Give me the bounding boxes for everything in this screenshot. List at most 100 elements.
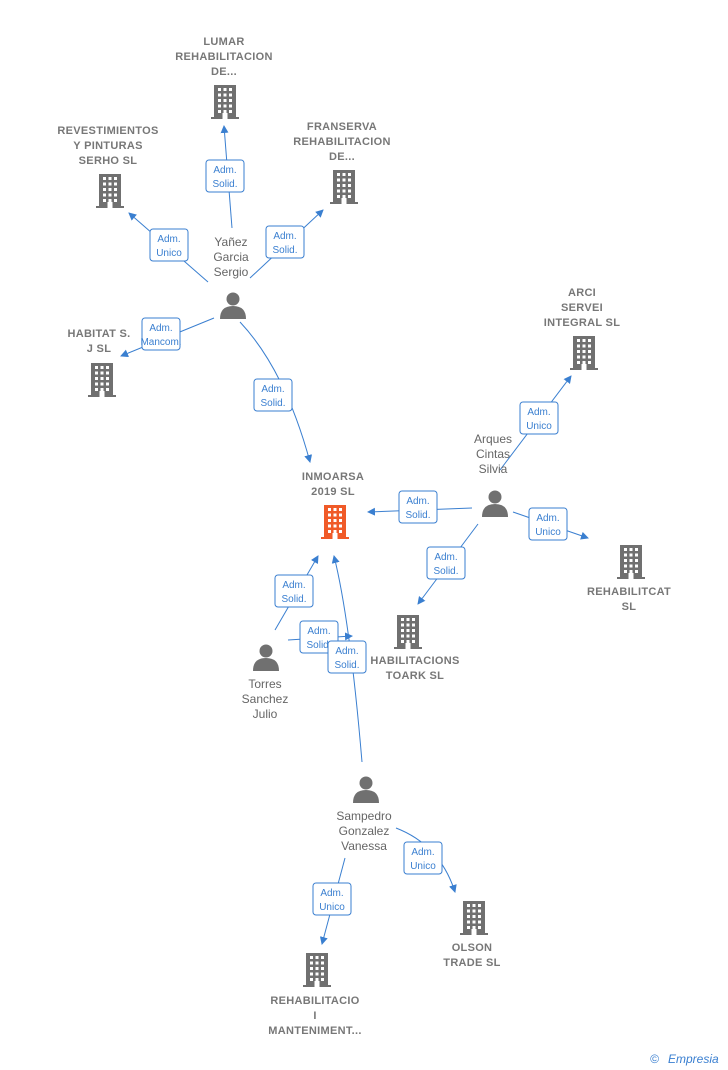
role-line: Solid. [212,179,237,190]
building-icon-arci[interactable] [570,336,598,370]
person-label-arques-line: Cintas [476,447,510,461]
role-badge-yanez-revest[interactable]: Adm. Unico [149,228,189,262]
building-icon-olson-window [472,904,476,907]
building-icon-rehabilitcat-window [624,553,627,557]
role-line: Adm. [307,626,330,637]
person-label-sampedro-line: Vanessa [341,839,387,853]
role-line: Unico [156,248,182,259]
building-icon-rehabilitacio-window [310,978,313,981]
role-badge-sampedro-focus[interactable]: Adm.Solid. [327,640,367,674]
role-badge-torres-focus[interactable]: Adm.Solid. [274,574,314,608]
company-label-olson-line: TRADE SL [443,957,500,969]
building-icon-focus[interactable] [321,505,349,539]
building-icon-toark-window [406,629,410,632]
copyright-symbol: © [650,1052,659,1066]
building-icon-focus-window [339,524,342,528]
building-icon-rehabilitacio-window [321,956,324,959]
company-label-olson-line: OLSON [452,942,493,954]
role-badge-box [312,882,352,916]
building-icon-franserva-window [342,173,346,176]
person-icon-torres[interactable] [253,644,279,672]
company-label-toark-line: TOARK SL [386,670,444,682]
role-badge-box [149,228,189,262]
building-icon-toark-window [412,629,415,632]
building-icon-lumar-window [223,88,227,91]
person-label-arques-line: Arques [474,432,512,446]
person-icon-arques[interactable] [482,490,508,518]
building-icon-franserva-window [342,184,346,187]
role-badge-arques-rehabilitcat[interactable]: Adm.Unico [528,507,568,541]
building-icon-franserva-window [348,184,351,187]
company-label-rehabilitacio-line: MANTENIMENT... [268,1025,361,1037]
role-line: Adm. [149,323,172,334]
role-badge-text: Adm.Unico [535,513,561,538]
building-icon-toark-window [412,623,415,627]
building-icon-revestimientos[interactable] [96,174,124,208]
role-line: Adm. [434,552,457,563]
building-icon-toark-window [401,623,404,627]
building-icon-habitat-window [100,371,104,375]
building-icon-habitat-window [100,366,104,369]
building-icon-franserva-window [337,189,340,193]
building-icon-franserva[interactable] [330,170,358,204]
building-icon-arci-window [582,350,586,353]
building-icon-rehabilitcat-window [629,564,633,568]
role-badge-arques-toark[interactable]: Adm.Solid. [426,546,466,580]
role-line: Adm. [261,384,284,395]
role-badge-text: Adm.Mancom. [140,323,181,348]
role-badge-arques-arci[interactable]: Adm.Unico [519,401,559,435]
building-icon-rehabilitcat[interactable] [617,545,645,579]
company-label-franserva-line: FRANSERVA [307,121,377,133]
building-icon-toark[interactable] [394,615,422,649]
building-icon-revestimientos-window [103,193,106,197]
role-badge-yanez-lumar[interactable]: Adm.Solid. [205,159,245,193]
company-label-toark-line: HABILITACIONS [370,655,459,667]
building-icon-revestimientos-window [108,182,112,186]
role-badge-yanez-focus[interactable]: Adm. Solid. [253,378,293,412]
company-label-toark[interactable]: HABILITACIONS TOARK SL [370,655,459,682]
person-icon-sampedro[interactable] [353,776,379,804]
building-icon-lumar[interactable] [211,85,239,119]
company-label-olson[interactable]: OLSON TRADE SL [443,942,500,969]
person-icon-arques-head [488,490,502,504]
role-badge-box [403,841,443,875]
company-label-habitat[interactable]: HABITAT S.J SL [67,328,130,355]
building-icon-franserva-window [342,189,346,193]
building-icon-habitat[interactable] [88,363,116,397]
role-badge-sampedro-rehabilitacio[interactable]: Adm.Unico [312,882,352,916]
building-icon-rehabilitacio[interactable] [303,953,331,987]
person-icon-sampedro-body [353,790,379,803]
role-line: Adm. [157,234,180,245]
building-icon-arci-window [582,355,586,359]
building-icon-arci-window [588,344,591,348]
building-icon-focus-window [333,519,337,522]
building-icon-olson[interactable] [460,901,488,935]
role-badge-yanez-habitat[interactable]: Adm.Mancom. [140,317,182,351]
role-badge-yanez-franserva[interactable]: Adm.Solid. [265,225,305,259]
building-icon-rehabilitcat-window [629,570,633,573]
role-line: Solid. [260,398,285,409]
role-badge-arques-focus[interactable]: Adm.Solid. [398,490,438,524]
person-label-sampedro-line: Sampedro [336,809,392,823]
focus-company-label-line: INMOARSA [302,471,364,483]
company-label-franserva-line: REHABILITACION [293,136,391,148]
building-icon-franserva-window [348,178,351,182]
role-badge-box [274,574,314,608]
role-badge-text: Adm.Solid. [212,165,237,190]
role-line: Solid. [281,594,306,605]
role-badge-sampedro-olson[interactable]: Adm.Unico [403,841,443,875]
footer-brand[interactable]: © Empresia [650,1052,719,1066]
person-icon-yanez[interactable] [220,292,246,320]
role-badge-box [426,546,466,580]
